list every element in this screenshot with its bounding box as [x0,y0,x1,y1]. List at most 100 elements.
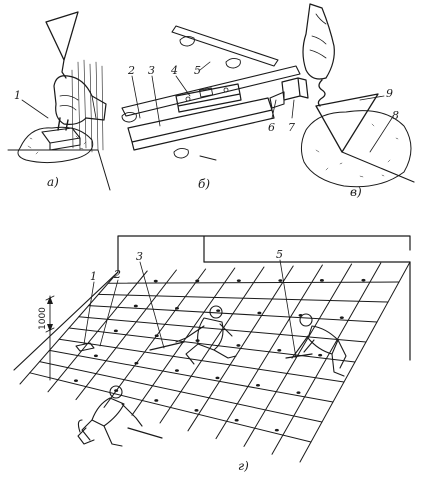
label-a-1: 1 [14,89,21,102]
label-v-9: 9 [386,87,393,100]
beacon-dot [277,348,282,352]
grid-column-line [215,264,323,440]
beacon-dot [154,399,159,402]
left-floor-edge [13,271,119,371]
caption-b: б) [198,177,210,191]
label-g-1: 1 [90,270,97,283]
beacon-dot [133,304,138,308]
rail-cross [121,65,301,117]
grid-column-line [187,265,294,432]
grid-column-line [271,262,382,455]
beacon-dot [215,376,220,380]
wooden-rule [127,97,275,151]
beacon-dot [216,309,221,312]
back-wall-top [117,235,411,273]
beacon-dot [194,409,199,412]
leader-a1 [21,99,49,119]
dimension-arrows [47,296,53,332]
label-g-2: 2 [113,268,121,281]
trowel-handle [57,117,69,131]
label-v-8: 8 [392,109,399,122]
floor-rule-left [127,427,163,439]
mortar-texture [27,135,87,155]
beacon-block [41,127,81,151]
grid-column-line [47,270,148,393]
caption-a: а) [47,175,59,189]
spirit-level [175,83,242,113]
leaders-b [131,61,295,127]
floor-rule-right [285,353,313,359]
beacon-dot [73,379,78,382]
grid-column-line [243,263,353,447]
mortar-texture-v [315,123,399,178]
worker-middle [175,305,237,365]
corner-beacon [75,342,95,352]
label-b-6: 6 [268,121,275,134]
level-bubble-vial [199,87,214,98]
worker-front-left [77,385,143,447]
grid-column-line [159,266,265,424]
label-b-2: 2 [127,64,135,77]
beacon-dot [274,428,279,432]
beacon-dot [134,361,139,365]
floor-edge [7,149,111,191]
clamp-body [281,77,309,101]
grid-column-line [19,271,119,385]
rail-upper [171,25,279,67]
beacons [121,35,241,159]
label-b-4: 4 [170,64,178,77]
rule-tail [199,155,217,161]
trowel-blade [45,11,79,61]
label-b-3: 3 [148,64,155,77]
label-g-5: 5 [276,248,283,261]
beacon-dot [153,279,158,283]
level-screw-right [223,87,229,93]
grid-column-line [103,268,207,408]
beacon-dot [174,369,179,372]
panel-a-illustration [7,11,111,191]
beacon-dot [93,354,98,358]
beacon-dot [175,306,179,310]
gloved-hand-v [302,3,335,80]
worker-right [291,313,347,377]
floor-rule-middle [149,341,185,351]
wall-hatching [71,59,104,153]
beacon-dot [114,389,119,392]
panel-v-illustration [300,3,415,188]
beacon-dot [255,383,260,387]
mortar-pile [17,126,94,164]
beacon-dot [296,391,301,394]
beacon-dot [318,353,323,357]
glove-folds-v [309,13,327,59]
beacon-dot [361,278,366,282]
beacon-dot [278,279,283,282]
glove-folds [59,95,97,119]
beacon-dot [339,316,344,319]
level-screw-left [185,96,191,102]
cut-line [341,151,415,183]
dimension-label: 1000 [38,307,48,330]
label-b-7: 7 [288,121,295,134]
mortar-patch [300,110,412,188]
gloved-hand [53,75,107,125]
label-g-3: 3 [136,250,143,263]
trowel-blade-v [315,93,379,153]
beacon-dot [236,279,241,282]
beacon-dot [113,329,118,333]
beacon-dot [236,344,241,347]
caption-v: в) [350,185,362,199]
panel-g-illustration [13,235,411,463]
label-b-5: 5 [194,64,201,77]
beacon-dot [257,311,262,315]
clamp-wedge [269,91,285,109]
grid-column-line [75,269,177,401]
panel-b-illustration [121,25,309,161]
leaders-g [83,259,297,359]
beacon-dot [319,279,324,282]
trowel-handle-v [317,79,326,107]
grid-column-line [299,261,411,463]
beacon-dots [73,278,366,432]
tile-grid [19,261,411,463]
